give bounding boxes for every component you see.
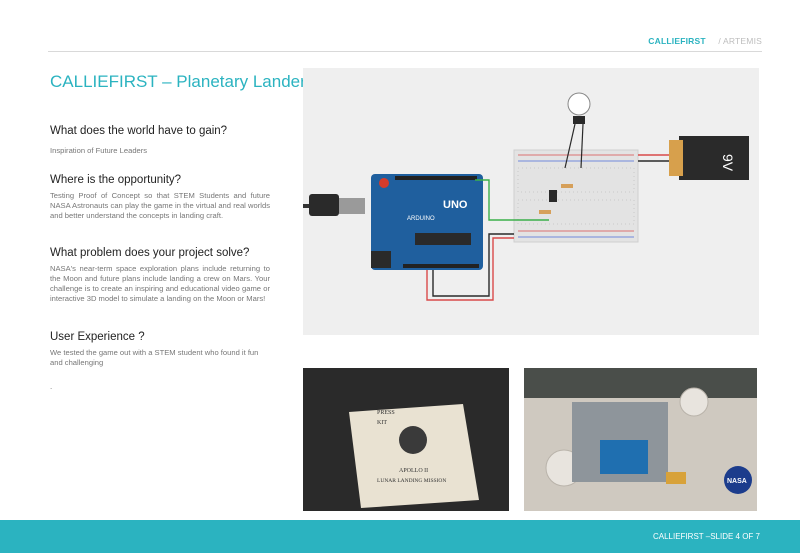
apollo-emblem-icon <box>399 426 427 454</box>
header-pins-bottom <box>403 264 479 268</box>
breadboard <box>513 149 639 243</box>
press-kit-line1: PRESS <box>377 410 395 416</box>
bulb-wire-right <box>580 123 584 169</box>
section-heading: User Experience ? <box>50 331 145 343</box>
press-kit-subtitle: LUNAR LANDING MISSION <box>377 478 446 484</box>
header-divider <box>48 51 762 52</box>
lander-svg: NASA <box>524 368 757 511</box>
usb-plug <box>309 194 339 216</box>
crater-2 <box>679 387 709 417</box>
resistor-2 <box>539 210 551 214</box>
press-kit-line2: KIT <box>377 420 387 426</box>
light-bulb-icon <box>567 92 591 116</box>
board-model-label: UNO <box>443 199 468 211</box>
section-user-experience: User Experience ? We tested the game out… <box>50 331 270 368</box>
wire-ground <box>432 233 514 297</box>
usb-connector <box>339 198 365 214</box>
press-kit-photo: PRESS KIT APOLLO II LUNAR LANDING MISSIO… <box>303 368 509 511</box>
press-kit-document <box>349 404 479 508</box>
battery <box>679 136 749 180</box>
battery-label: 9V <box>720 154 736 172</box>
section-body: NASA's near-term space exploration plans… <box>50 264 270 303</box>
section-problem: What problem does your project solve? NA… <box>50 247 270 304</box>
footer-bar: CALLIEFIRST –SLIDE 4 OF 7 <box>0 520 800 553</box>
arduino-board <box>371 174 483 270</box>
arduino-board-photo <box>600 440 648 474</box>
nav-artemis[interactable]: / ARTEMIS <box>718 36 762 46</box>
slide-counter: CALLIEFIRST –SLIDE 4 OF 7 <box>652 532 760 541</box>
section-heading: Where is the opportunity? <box>50 174 182 186</box>
trailing-dot: . <box>50 382 53 391</box>
breadboard-holes-top <box>517 167 635 193</box>
bulb-wire-left <box>564 123 576 169</box>
transistor <box>549 190 557 202</box>
press-kit-svg: PRESS KIT APOLLO II LUNAR LANDING MISSIO… <box>303 368 509 511</box>
section-body: Inspiration of Future Leaders <box>50 146 148 155</box>
bulb-base <box>573 116 585 124</box>
wire-power <box>426 237 514 301</box>
section-opportunity: Where is the opportunity? Testing Proof … <box>50 174 270 221</box>
lander-photo: NASA <box>524 368 757 511</box>
battery-photo <box>666 472 686 484</box>
nav-calliefirst[interactable]: CALLIEFIRST <box>648 36 706 46</box>
section-body: We tested the game out with a STEM stude… <box>50 348 259 367</box>
section-body: Testing Proof of Concept so that STEM St… <box>50 191 270 220</box>
power-jack <box>371 251 391 268</box>
wire-signal <box>475 179 549 221</box>
resistor-1 <box>561 184 573 188</box>
reset-button-icon <box>379 178 389 188</box>
battery-terminal <box>669 140 683 176</box>
nasa-logo-icon <box>724 466 752 494</box>
circuit-svg: UNO ARDUINO 9V <box>303 92 749 301</box>
board-brand-label: ARDUINO <box>407 216 435 222</box>
nasa-logo-text: NASA <box>727 478 747 485</box>
section-heading: What does the world have to gain? <box>50 125 228 137</box>
section-heading: What problem does your project solve? <box>50 247 250 259</box>
circuit-diagram: UNO ARDUINO 9V <box>303 68 759 335</box>
slide-title: CALLIEFIRST – Planetary Lander <box>50 72 306 91</box>
press-kit-title: APOLLO II <box>399 468 428 474</box>
breadboard-holes-bottom <box>517 199 635 225</box>
top-navigation: CALLIEFIRST / ARTEMIS <box>648 36 762 46</box>
section-gain: What does the world have to gain? Inspir… <box>50 125 270 156</box>
header-pins-top <box>395 176 477 180</box>
microcontroller-chip <box>415 233 471 245</box>
